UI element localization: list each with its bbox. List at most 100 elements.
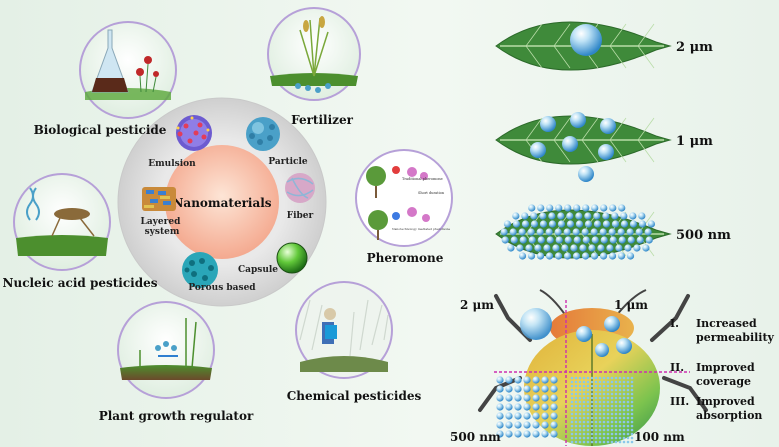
droplet [617, 228, 625, 236]
droplet [496, 412, 504, 420]
pheromone-inset-traditional: Traditional pheromone [402, 177, 443, 181]
droplet [622, 432, 626, 436]
droplet [597, 244, 605, 252]
droplet [496, 403, 504, 411]
droplet [530, 212, 538, 220]
droplet [539, 212, 547, 220]
droplet [575, 220, 584, 228]
droplet [574, 404, 578, 408]
particle-icon [246, 117, 280, 151]
droplet [594, 424, 598, 428]
droplet [593, 220, 602, 228]
droplet [614, 392, 618, 396]
droplet [594, 408, 598, 412]
droplet [516, 244, 524, 252]
droplet [518, 228, 526, 236]
droplet [594, 392, 598, 396]
droplet [541, 376, 549, 384]
droplet [614, 432, 618, 436]
droplet [570, 440, 574, 444]
droplet [584, 220, 593, 228]
droplet [606, 380, 610, 384]
droplet [574, 380, 578, 384]
droplet [570, 376, 574, 380]
droplet [574, 440, 578, 444]
droplet [582, 436, 586, 440]
droplet [503, 220, 512, 228]
droplet [599, 252, 608, 260]
droplet [614, 404, 618, 408]
droplet [505, 385, 513, 393]
droplet [578, 440, 582, 444]
pheromone-panel: Traditional pheromone Short duration Nan… [355, 149, 453, 247]
droplet [590, 440, 594, 444]
droplet [536, 252, 545, 260]
droplet [602, 404, 606, 408]
leaf-size-label: 1 μm [676, 134, 713, 149]
droplet [614, 376, 618, 380]
droplet [609, 236, 617, 244]
droplet [570, 244, 578, 252]
droplet [594, 436, 598, 440]
droplet [550, 385, 558, 393]
droplet [530, 220, 539, 228]
droplet [582, 420, 586, 424]
beetle-droplet-grid [496, 376, 634, 444]
droplet [521, 212, 529, 220]
droplet [532, 421, 540, 429]
layered-label-line: Layered [140, 217, 181, 227]
droplet [622, 424, 626, 428]
beetle-label-1um: 1 μm [614, 298, 648, 312]
droplet [610, 404, 614, 408]
droplet [598, 424, 602, 428]
droplet [541, 430, 549, 438]
droplet [578, 380, 582, 384]
droplet [574, 416, 578, 420]
droplet [523, 421, 531, 429]
droplet [606, 424, 610, 428]
droplet [578, 404, 582, 408]
leaf-size-label: 500 nm [676, 228, 731, 243]
droplet [574, 396, 578, 400]
droplet [505, 412, 513, 420]
droplet [582, 412, 586, 416]
droplet [606, 440, 610, 444]
droplet [602, 400, 606, 404]
droplet [614, 416, 618, 420]
droplet [586, 436, 590, 440]
droplet [598, 376, 602, 380]
droplet [514, 376, 522, 384]
droplet [609, 204, 617, 212]
droplet [582, 432, 586, 436]
droplet [630, 412, 634, 416]
biological-pesticide-panel [79, 21, 177, 119]
droplet [570, 388, 574, 392]
droplet [598, 420, 602, 424]
droplet [626, 424, 630, 428]
droplet [618, 432, 622, 436]
droplet [606, 436, 610, 440]
particle-label: Particle [268, 157, 308, 167]
droplet [618, 440, 622, 444]
droplet [586, 408, 590, 412]
droplet [570, 396, 574, 400]
droplet [598, 388, 602, 392]
droplet [523, 376, 531, 384]
droplet [606, 400, 610, 404]
droplet [622, 384, 626, 388]
droplet [578, 424, 582, 428]
droplet [505, 376, 513, 384]
droplet [537, 204, 545, 212]
nucleic-acid-label: Nucleic acid pesticides [3, 276, 158, 290]
droplet [602, 424, 606, 428]
droplet [578, 436, 582, 440]
capsule-label: Capsule [238, 265, 278, 275]
droplet [573, 236, 581, 244]
droplet [570, 392, 574, 396]
droplet [590, 408, 594, 412]
droplet [578, 408, 582, 412]
droplet [574, 408, 578, 412]
droplet [582, 384, 586, 388]
droplet [582, 408, 586, 412]
droplet [590, 412, 594, 416]
